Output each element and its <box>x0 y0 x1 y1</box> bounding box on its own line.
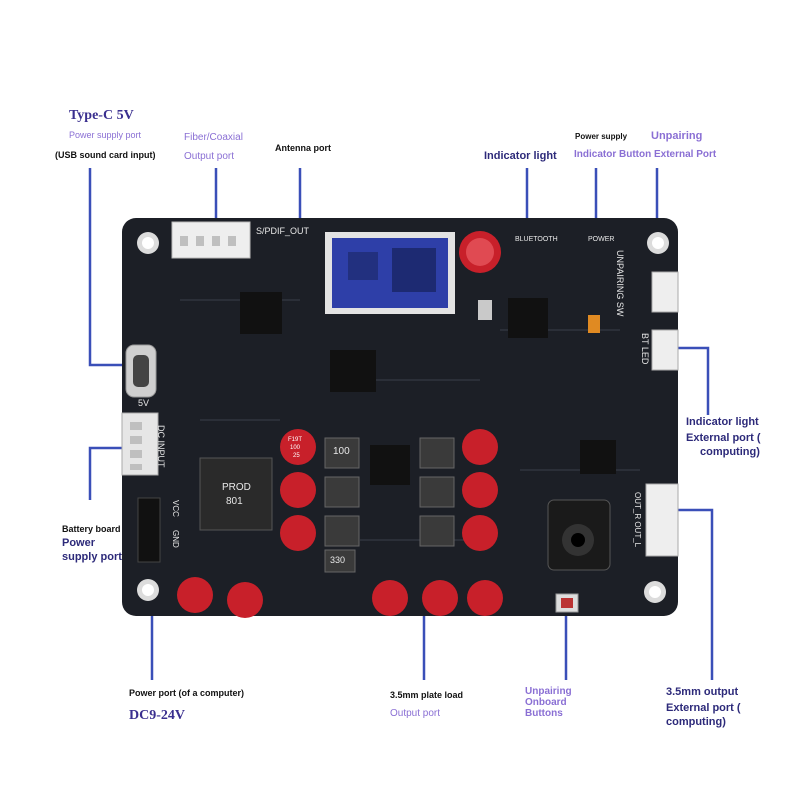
silk-inductor-b: 330 <box>330 555 346 565</box>
label-typec-title: Type-C 5V <box>69 108 134 123</box>
leader-battery <box>88 446 130 500</box>
label-out35-1: 3.5mm output <box>666 686 739 698</box>
ic-3 <box>508 298 548 338</box>
label-indicator-button: Indicator Button External Port <box>574 149 717 160</box>
ic-1 <box>240 292 282 334</box>
label-out35-3: computing) <box>666 716 726 728</box>
label-plate-1: 3.5mm plate load <box>390 690 464 700</box>
label-fiber-1: Fiber/Coaxial <box>184 132 243 143</box>
label-battery-1: Battery board <box>62 524 121 534</box>
capacitors <box>177 429 503 618</box>
label-unpairing: Unpairing <box>651 130 703 142</box>
silk-prod-num: 801 <box>226 496 243 507</box>
ic-5 <box>370 445 410 485</box>
label-indicator: Indicator light <box>484 150 557 162</box>
label-fiber-2: Output port <box>184 151 235 162</box>
output-connector <box>645 483 679 557</box>
silk-spdif: S/PDIF_OUT <box>256 226 310 236</box>
label-unpair-btn-1: Unpairing <box>525 686 572 697</box>
battery-connector <box>137 497 161 563</box>
label-typec-note: (USB sound card input) <box>55 150 156 160</box>
silk-bt-led: BT LED <box>640 333 650 365</box>
crystal-2 <box>478 300 492 320</box>
silk-bluetooth: BLUETOOTH <box>515 236 558 243</box>
silk-vcc: VCC <box>171 500 180 517</box>
label-power-supply: Power supply <box>575 132 628 141</box>
label-dc: DC9-24V <box>129 708 185 723</box>
silk-cap-brand: F19T <box>288 437 303 443</box>
silk-cap-v: 25 <box>293 453 300 459</box>
label-out35-2: External port ( <box>666 702 741 714</box>
silk-out: OUT_R OUT_L <box>633 492 642 548</box>
label-ind-ext-2: External port ( <box>686 432 761 444</box>
silk-inductor: 100 <box>333 446 350 457</box>
label-unpair-btn-3: Buttons <box>525 708 563 719</box>
leader-ind-ext <box>677 346 710 415</box>
label-plate-2: Output port <box>390 708 441 719</box>
silk-dc-input: DC INPUT <box>156 425 166 468</box>
bt-led-connector <box>651 329 679 371</box>
label-battery-2: Power <box>62 537 96 549</box>
ic-4 <box>580 440 616 474</box>
label-typec-sub: Power supply port <box>69 130 142 140</box>
silk-cap-val: 100 <box>290 445 301 451</box>
label-ind-ext-1: Indicator light <box>686 416 759 428</box>
label-power-port: Power port (of a computer) <box>129 688 245 698</box>
unpairing-connector <box>651 271 679 313</box>
mounting-holes <box>137 232 669 603</box>
silk-5v: 5V <box>138 398 150 408</box>
label-antenna: Antenna port <box>275 143 331 153</box>
label-unpair-btn-2: Onboard <box>525 697 567 708</box>
crystal <box>588 315 600 333</box>
inductors <box>324 437 455 573</box>
silk-prod: PROD <box>222 482 251 493</box>
label-battery-3: supply port <box>62 551 122 563</box>
inductor-prod <box>199 457 273 531</box>
label-ind-ext-3: computing) <box>700 446 760 458</box>
silk-unpairing-sw: UNPAIRING SW <box>615 250 625 317</box>
silk-gnd: GND <box>171 530 180 548</box>
leader-out35 <box>676 508 714 680</box>
ic-2 <box>330 350 376 392</box>
silk-power: POWER <box>588 236 615 243</box>
